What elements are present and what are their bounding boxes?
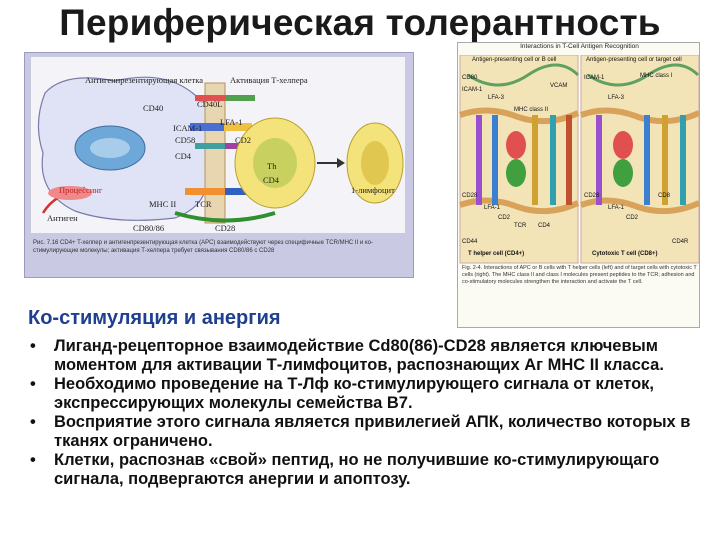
th-cd4-label: CD4 — [263, 175, 279, 185]
label-vcam: VCAM — [550, 83, 567, 89]
cd4-label: CD4 — [175, 151, 191, 161]
label-mhc2: MHC class II — [514, 107, 548, 113]
cd40-label: CD40 — [143, 103, 163, 113]
th-activation-label: Активация Т-хелпера — [230, 75, 308, 85]
label-lfa3-left: LFA-3 — [488, 95, 504, 101]
processing-label: Процессинг — [59, 185, 102, 195]
label-cd8: CD8 — [658, 193, 670, 199]
section-subtitle: Ко-стимуляция и анергия — [28, 307, 281, 330]
label-tcr: TCR — [514, 223, 526, 229]
apc-th-interaction-figure: Антигенпрезентирующая клетка Активация Т… — [24, 52, 414, 278]
antigen-label: Антиген — [47, 213, 78, 223]
t-helper-label: T helper cell (CD4+) — [468, 251, 524, 257]
bullet-dot: • — [30, 375, 36, 394]
label-cd80: CD80 — [462, 75, 477, 81]
right-figure-header: Interactions in T-Cell Antigen Recogniti… — [458, 43, 700, 55]
label-cd2-right: CD2 — [626, 215, 638, 221]
cytotoxic-label: Cytotoxic T cell (CD8+) — [592, 251, 658, 257]
label-cd2-left: CD2 — [498, 215, 510, 221]
label-cd28-right: CD28 — [584, 193, 599, 199]
bullet-list: •Лиганд-рецепторное взаимодействие Cd80(… — [28, 337, 718, 489]
lymphocyte-label: 1-лимфоцит — [351, 185, 395, 195]
bullet-item: •Клетки, распознав «свой» пептид, но не … — [28, 451, 718, 489]
label-cd4r: CD4R — [672, 239, 688, 245]
t-cell-recognition-diagram — [458, 55, 700, 265]
th-label: Th — [267, 161, 276, 171]
lfa1-label: LFA-1 — [220, 117, 243, 127]
apc-label: Антигенпрезентирующая клетка — [85, 75, 203, 85]
left-figure-caption: Рис. 7.16 CD4+ T-хелпер и антигенпрезент… — [33, 239, 407, 273]
label-lfa1-left: LFA-1 — [484, 205, 500, 211]
cd58-label: CD58 — [175, 135, 195, 145]
bullet-item: •Лиганд-рецепторное взаимодействие Cd80(… — [28, 337, 718, 375]
cd80-86-label: CD80/86 — [133, 223, 164, 233]
label-icam1-left: ICAM-1 — [462, 87, 482, 93]
label-icam1-right: ICAM-1 — [584, 75, 604, 81]
label-mhc1: MHC class I — [640, 73, 672, 79]
bullet-item: •Восприятие этого сигнала является приви… — [28, 413, 718, 451]
cd2-label: CD2 — [235, 135, 251, 145]
label-cd4: CD4 — [538, 223, 550, 229]
tcr-label: TCR — [195, 199, 212, 209]
mhc2-label: MHC II — [149, 199, 176, 209]
bullet-dot: • — [30, 413, 36, 432]
label-lfa1-right: LFA-1 — [608, 205, 624, 211]
icam1-label: ICAM-1 — [173, 123, 202, 133]
right-figure-caption: Fig. 2-4. Interactions of APC or B cells… — [462, 265, 697, 327]
bullet-dot: • — [30, 337, 36, 356]
cd28-label: CD28 — [215, 223, 235, 233]
panel-left-title: Antigen-presenting cell or B cell — [472, 57, 556, 63]
label-cd28-left: CD28 — [462, 193, 477, 199]
apc-th-diagram — [25, 53, 414, 243]
panel-right-title: Antigen-presenting cell or target cell — [586, 57, 682, 63]
label-cd44: CD44 — [462, 239, 477, 245]
slide-title: Периферическая толерантность — [0, 2, 720, 44]
t-cell-recognition-figure: Interactions in T-Cell Antigen Recogniti… — [457, 42, 700, 328]
label-lfa3-right: LFA-3 — [608, 95, 624, 101]
bullet-item: •Необходимо проведение на Т-Лф ко-стимул… — [28, 375, 718, 413]
bullet-dot: • — [30, 451, 36, 470]
cd40l-label: CD40L — [197, 99, 223, 109]
